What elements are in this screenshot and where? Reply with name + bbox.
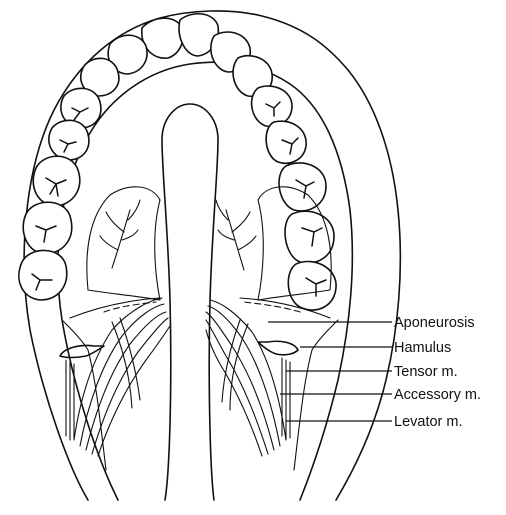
nerve-branches: [100, 200, 256, 270]
tooth-premolar-left-2: [49, 120, 89, 160]
muscle-fibers-left: [66, 298, 170, 456]
tooth-molar-left-3: [19, 250, 67, 300]
tooth-incisor-left-central: [142, 18, 183, 58]
muscle-fibers-right: [206, 300, 290, 456]
label-tensor: Tensor m.: [394, 364, 458, 380]
aponeurosis-band: [70, 298, 160, 318]
label-levator: Levator m.: [394, 414, 463, 430]
aponeurosis-dash-left: [104, 302, 156, 312]
label-hamulus: Hamulus: [394, 340, 451, 356]
hamulus-right: [258, 341, 298, 355]
palatal-fold-left: [87, 187, 160, 300]
tooth-molar-right-2: [285, 211, 334, 263]
label-group: Aponeurosis Hamulus Tensor m. Accessory …: [268, 315, 481, 430]
aponeurosis-dash-right: [244, 302, 300, 312]
tooth-molar-right-3: [288, 261, 336, 309]
tooth-molar-left-1: [33, 156, 80, 206]
uvula: [162, 104, 218, 500]
label-aponeurosis: Aponeurosis: [394, 315, 475, 331]
teeth-row: [19, 14, 336, 310]
tooth-molar-left-2: [23, 202, 72, 254]
soft-palate-right-edge: [294, 320, 338, 470]
label-accessory: Accessory m.: [394, 387, 481, 403]
